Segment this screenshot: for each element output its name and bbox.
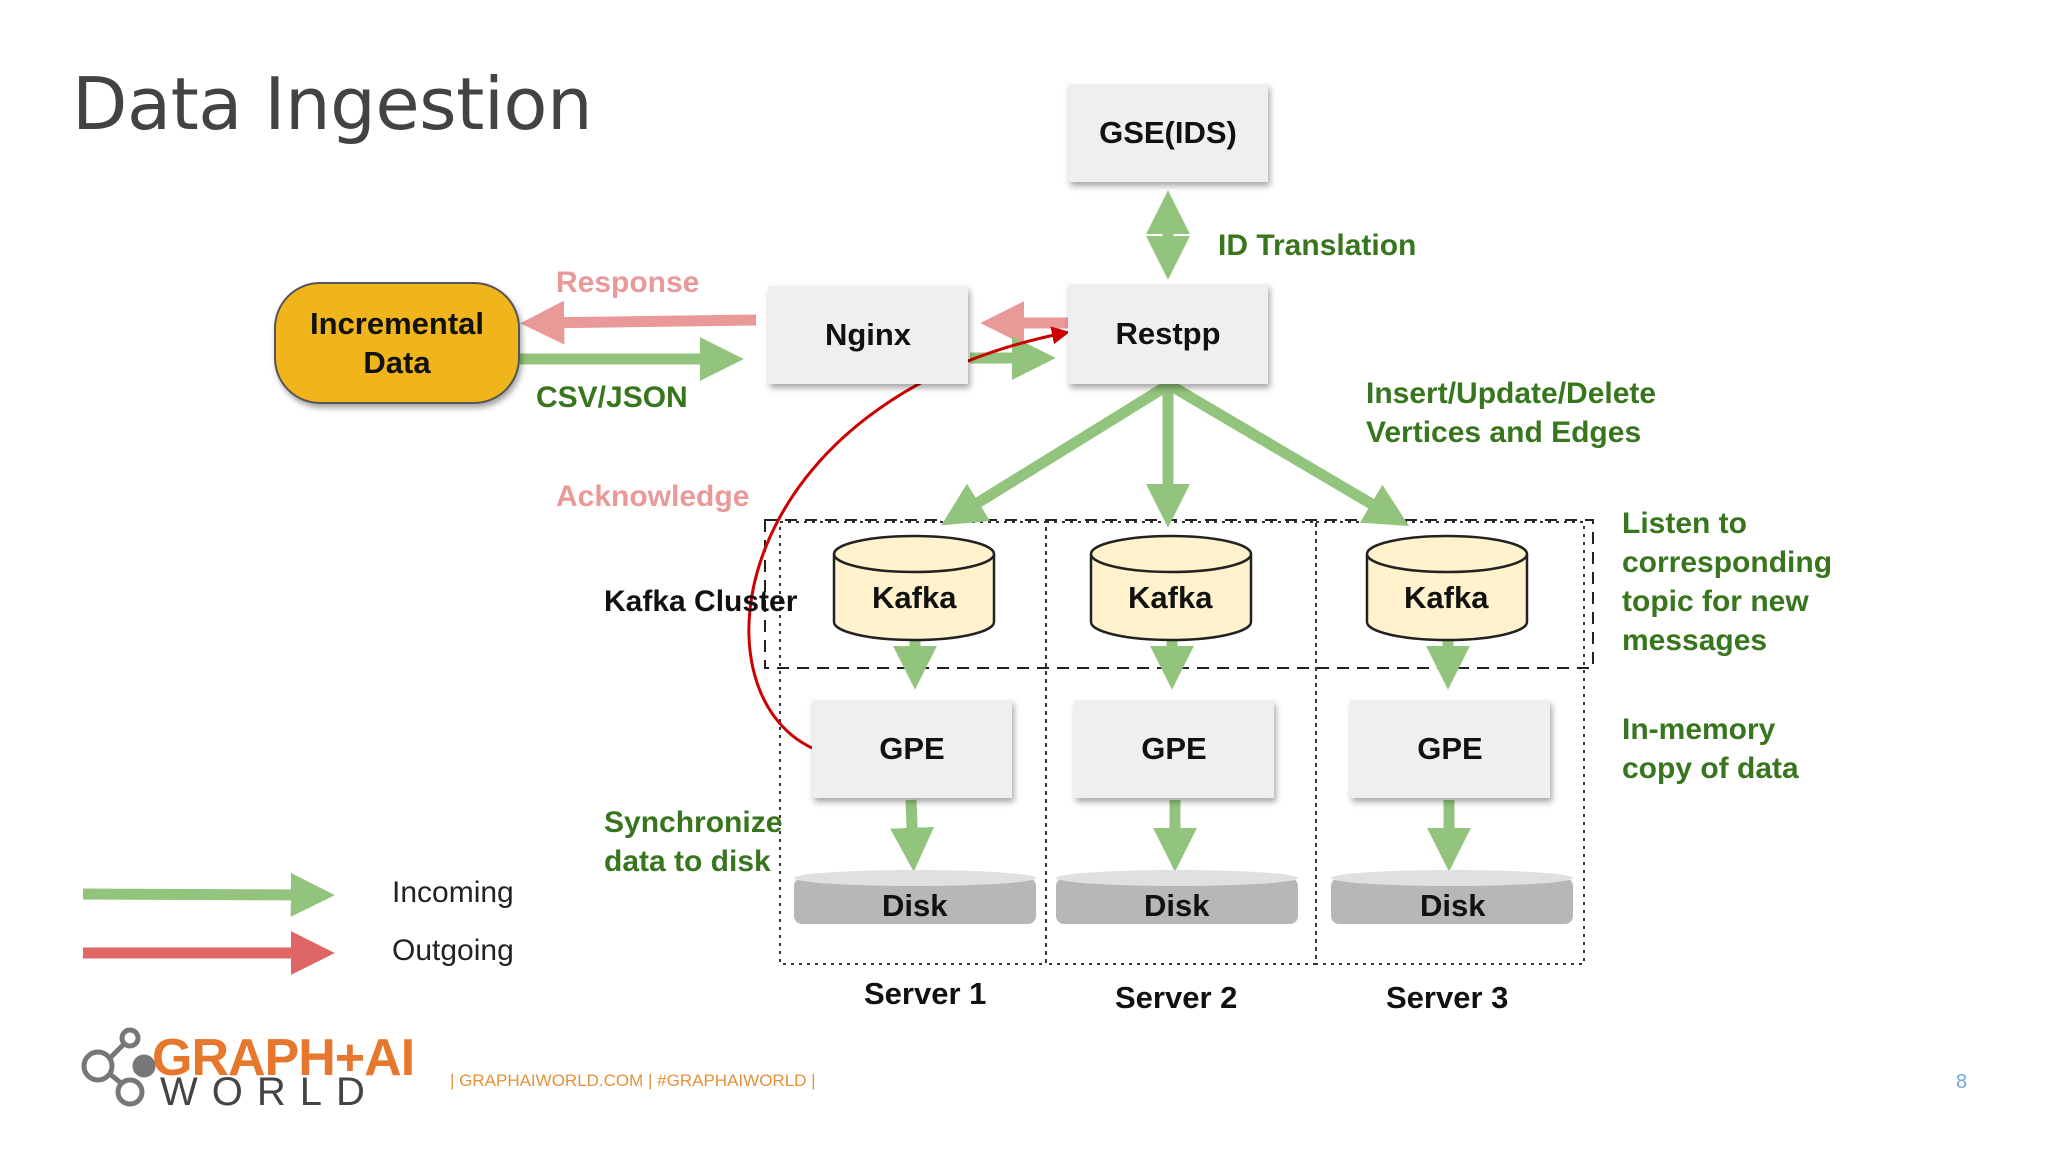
insert-update-line-2: Vertices and Edges [1366,416,1642,449]
disks [794,870,1573,924]
page-number: 8 [1956,1071,1968,1093]
server-columns [779,521,1585,965]
legend-incoming-label: Incoming [392,876,514,909]
disk-label-3: Disk [1420,888,1486,923]
logo-world-text: WORLD [160,1070,379,1114]
server-label-3: Server 3 [1386,980,1509,1015]
incremental-data-line-1: Incremental [309,306,484,341]
incremental-data-node: Incremental Data [274,282,520,404]
kafka-label-2: Kafka [1128,580,1213,615]
gpe-to-disk-1-arrow [890,799,935,872]
gpe-node-3: GPE [1350,700,1550,798]
response-arrow [520,300,757,345]
kafka-cylinder-3 [1365,534,1529,642]
footer-links: | GRAPHAIWORLD.COM | #GRAPHAIWORLD | [450,1071,816,1090]
disk-label-1: Disk [882,888,948,923]
kafka-cylinder-1 [832,534,996,642]
legend-outgoing-label: Outgoing [392,934,514,967]
slide-title: Data Ingestion [72,62,593,146]
kafka-cluster-label: Kafka Cluster [604,585,798,618]
logo-graph-text: GRAPH+AI [152,1029,415,1087]
synchronize-label: Synchronize data to disk [604,803,782,881]
disk-shape-1 [794,870,1036,924]
incremental-data-line-2: Data [363,345,431,380]
disk-shape-3 [1331,870,1573,924]
insert-update-line-1: Insert/Update/Delete [1366,377,1657,410]
in-memory-line-1: In-memory [1622,713,1776,746]
server-label-2: Server 2 [1115,980,1238,1015]
kafka-label-3: Kafka [1404,580,1489,615]
legend-incoming-arrow [82,872,335,917]
in-memory-label: In-memory copy of data [1622,710,1799,788]
insert-update-label: Insert/Update/Delete Vertices and Edges [1366,374,1656,452]
id-translation-label: ID Translation [1218,229,1417,262]
gpe-node-2: GPE [1074,700,1274,798]
listen-label: Listen to corresponding topic for new me… [1622,504,1832,660]
response-label: Response [556,266,700,299]
nginx-node: Nginx [768,286,968,384]
kafka-cylinders [832,534,1529,642]
server-3-outline [1315,521,1585,965]
listen-line-4: messages [1622,624,1768,657]
gpe-node-1: GPE [812,700,1012,798]
restpp-to-kafka-3-arrow [1165,379,1410,527]
acknowledge-label: Acknowledge [556,480,750,513]
restpp-node: Restpp [1068,284,1268,384]
disk-shape-2 [1056,870,1298,924]
listen-line-3: topic for new [1622,585,1809,618]
server-1-outline [779,521,1047,965]
in-memory-line-2: copy of data [1622,752,1799,785]
server-label-1: Server 1 [864,976,987,1011]
restpp-to-kafka-1-arrow [941,379,1173,526]
gse-node: GSE(IDS) [1068,84,1268,182]
disk-label-2: Disk [1144,888,1210,923]
synchronize-line-2: data to disk [604,845,771,878]
kafka-label-1: Kafka [872,580,957,615]
logo-molecule-icon [81,1027,156,1107]
synchronize-line-1: Synchronize [604,806,783,839]
listen-line-2: corresponding [1622,546,1833,579]
kafka-cylinder-2 [1089,534,1253,642]
csv-json-label: CSV/JSON [536,381,688,414]
listen-line-1: Listen to [1622,507,1747,540]
server-2-outline [1045,521,1317,965]
